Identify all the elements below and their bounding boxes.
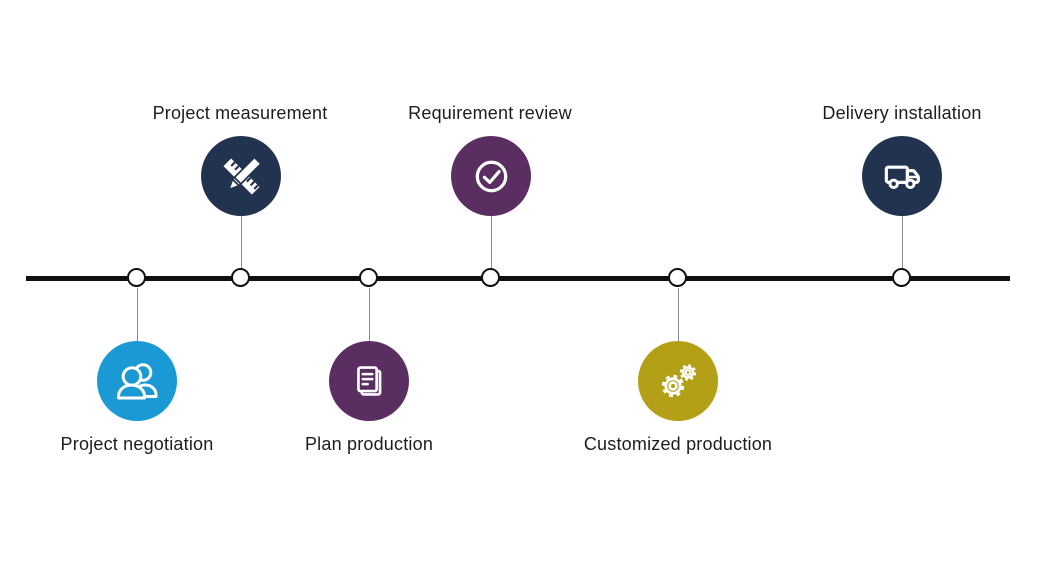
step-connector — [136, 288, 138, 341]
step-connector — [901, 216, 903, 268]
step-bubble — [97, 341, 177, 421]
step-label: Delivery installation — [822, 103, 982, 123]
timeline-node — [892, 268, 911, 287]
timeline-node — [481, 268, 500, 287]
timeline-line — [26, 276, 1010, 281]
step-connector — [677, 288, 679, 341]
truck-icon — [884, 165, 920, 189]
step-bubble — [201, 136, 281, 216]
step-connector — [368, 288, 370, 341]
timeline-node — [231, 268, 250, 287]
step-bubble — [329, 341, 409, 421]
step-connector — [240, 216, 242, 268]
step-label: Project measurement — [152, 103, 328, 123]
step-label: Project negotiation — [60, 434, 214, 454]
ruler-pencil-icon — [222, 155, 262, 195]
step-bubble — [638, 341, 718, 421]
step-label: Plan production — [304, 434, 434, 454]
step-label: Requirement review — [408, 103, 572, 123]
check-circle-icon — [475, 160, 507, 192]
people-icon — [117, 363, 158, 400]
step-bubble — [451, 136, 531, 216]
documents-icon — [357, 366, 382, 396]
timeline-node — [127, 268, 146, 287]
step-bubble — [862, 136, 942, 216]
timeline-node — [668, 268, 687, 287]
gears-icon — [661, 364, 697, 398]
step-connector — [490, 216, 492, 268]
timeline-node — [359, 268, 378, 287]
step-label: Customized production — [583, 434, 773, 454]
